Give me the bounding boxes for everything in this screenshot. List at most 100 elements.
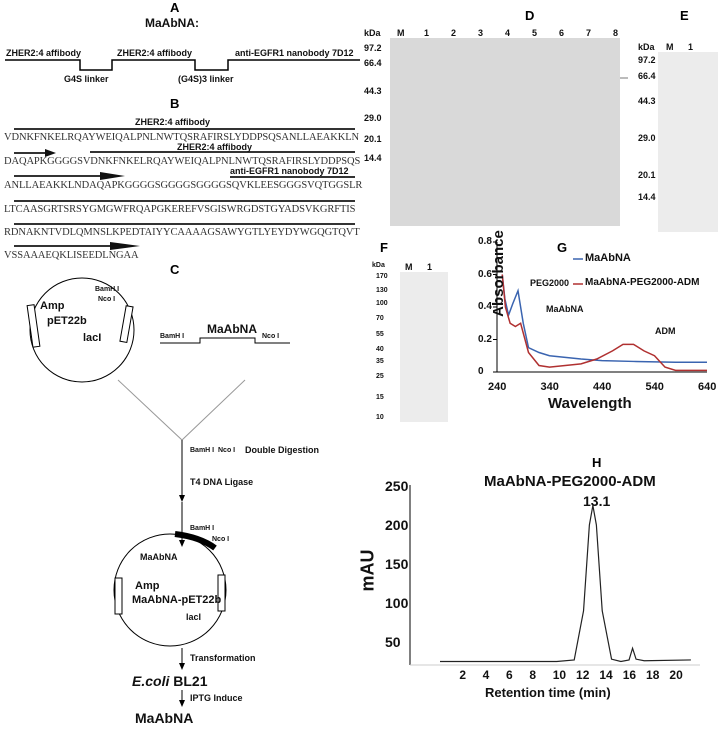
lane-label: M	[666, 42, 674, 52]
lane-label: 1	[424, 28, 430, 38]
segment-label: anti-EGFR1 nanobody 7D12	[235, 48, 354, 58]
marker-label: 29.0	[638, 133, 656, 143]
lane-label: 6	[559, 28, 565, 38]
panel-label-b: B	[170, 96, 180, 111]
sequence-line: DAQAPKGGGGSVDNKFNKELRQAYWEIQALPNLNWTQSRA…	[4, 156, 361, 167]
domain-label: ZHER2:4 affibody	[177, 142, 253, 152]
marker-label: 44.3	[364, 86, 382, 96]
lane-label: 5	[532, 28, 538, 38]
series-line	[501, 274, 707, 372]
lane-label: 1	[427, 262, 433, 272]
sequence-line: VSSAAAEQKLISEEDLNGAA	[4, 250, 139, 261]
panel-label-a: A	[170, 0, 180, 15]
marker-label: 14.4	[364, 153, 382, 163]
x-tick-label: 16	[622, 668, 637, 682]
marker-label: 66.4	[638, 71, 656, 81]
marker-label: 44.3	[638, 96, 656, 106]
hplc-chart	[409, 485, 700, 666]
peak-label: 13.1	[583, 493, 611, 509]
marker-label: 25	[376, 373, 384, 380]
kda-label: kDa	[638, 42, 655, 52]
step-label: IPTG Induce	[190, 693, 243, 703]
site-label: Nco I	[262, 333, 280, 340]
marker-label: 100	[376, 300, 388, 307]
construct-title: MaAbNA:	[145, 16, 199, 30]
panel-label-f: F	[380, 240, 388, 255]
lane-label: 2	[451, 28, 457, 38]
site-label: Nco I	[212, 536, 230, 543]
y-tick-label: 0	[478, 366, 484, 377]
step-label: Double Digestion	[245, 445, 319, 455]
x-tick-label: 4	[482, 668, 490, 682]
marker-label: 170	[376, 273, 388, 280]
chart-title: MaAbNA-PEG2000-ADM	[484, 473, 656, 490]
linker-label: G4S linker	[64, 74, 109, 84]
annotation: MaAbNA	[546, 304, 584, 314]
site-label: BamH I	[160, 333, 185, 340]
marker-label: 97.2	[364, 43, 382, 53]
panel-label-h: H	[592, 455, 602, 470]
product-label: MaAbNA	[135, 710, 194, 726]
gene-label: Amp	[40, 300, 65, 312]
marker-label: 55	[376, 331, 384, 338]
series-line	[501, 274, 707, 363]
sequence-line: VDNKFNKELRQAYWEIQALPNLNWTQSRAFIRSLYDDPSQ…	[4, 132, 360, 143]
lane-label: 7	[586, 28, 592, 38]
gene-label: lacI	[83, 332, 102, 344]
sds-page-gel-e	[658, 52, 718, 232]
marker-label: 29.0	[364, 113, 382, 123]
host-label: E.coli	[132, 673, 170, 689]
x-tick-label: 240	[488, 381, 507, 393]
domain-label: anti-EGFR1 nanobody 7D12	[230, 166, 349, 176]
y-tick-label: 0.8	[478, 236, 492, 247]
x-tick-label: 540	[645, 381, 664, 393]
x-tick-label: 8	[529, 668, 537, 682]
x-tick-label: 18	[646, 668, 660, 682]
legend-entry: MaAbNA-PEG2000-ADM	[585, 277, 700, 288]
site-label: BamH I	[190, 525, 215, 532]
y-tick-label: 100	[385, 595, 409, 611]
x-axis-label: Wavelength	[548, 395, 632, 412]
annotation: ADM	[655, 326, 676, 336]
western-blot-f	[400, 272, 448, 422]
panel-label-e: E	[680, 8, 689, 23]
x-tick-label: 14	[599, 668, 613, 682]
y-tick-label: 250	[385, 478, 409, 494]
x-tick-label: 20	[669, 668, 683, 682]
marker-label: 97.2	[638, 55, 656, 65]
y-tick-label: 50	[385, 634, 401, 650]
site-label: BamH I	[190, 447, 215, 454]
sequence-line: ANLLAEAKKLNDAQAPKGGGGSGGGGSGGGGSQVKLEESG…	[4, 180, 363, 191]
y-tick-label: 0.6	[478, 268, 492, 280]
x-tick-label: 640	[698, 381, 717, 393]
gene-label: Amp	[135, 580, 160, 592]
x-tick-label: 10	[552, 668, 567, 682]
x-tick-label: 6	[506, 668, 513, 682]
segment-label: ZHER2:4 affibody	[6, 48, 82, 58]
panel-label-g: G	[557, 240, 568, 255]
kda-label: kDa	[364, 28, 381, 38]
sequence-line: LTCAASGRTSRSYGMGWFRQAPGKEREFVSGISWRGDSTG…	[4, 204, 356, 215]
x-tick-label: 340	[540, 381, 559, 393]
panel-label-d: D	[525, 8, 535, 23]
panel-label-c: C	[170, 262, 180, 277]
marker-label: 10	[376, 414, 384, 421]
x-tick-label: 12	[576, 668, 590, 682]
host-strain: BL21	[169, 673, 208, 689]
y-tick-label: 0.2	[478, 333, 492, 345]
lane-label: M	[405, 262, 413, 272]
y-axis-label: mAU	[357, 549, 378, 592]
domain-label: ZHER2:4 affibody	[135, 117, 211, 127]
lane-label: 4	[505, 28, 511, 38]
marker-label: 14.4	[638, 192, 656, 202]
marker-label: 70	[376, 315, 384, 322]
chromatogram-line	[440, 505, 691, 663]
marker-label: 35	[376, 358, 384, 365]
site-label: Nco I	[218, 447, 236, 454]
absorbance-chart	[493, 241, 707, 373]
x-axis-label: Retention time (min)	[485, 685, 611, 700]
marker-label: 130	[376, 287, 388, 294]
step-label: T4 DNA Ligase	[190, 477, 254, 487]
gene-label: lacI	[186, 612, 202, 622]
